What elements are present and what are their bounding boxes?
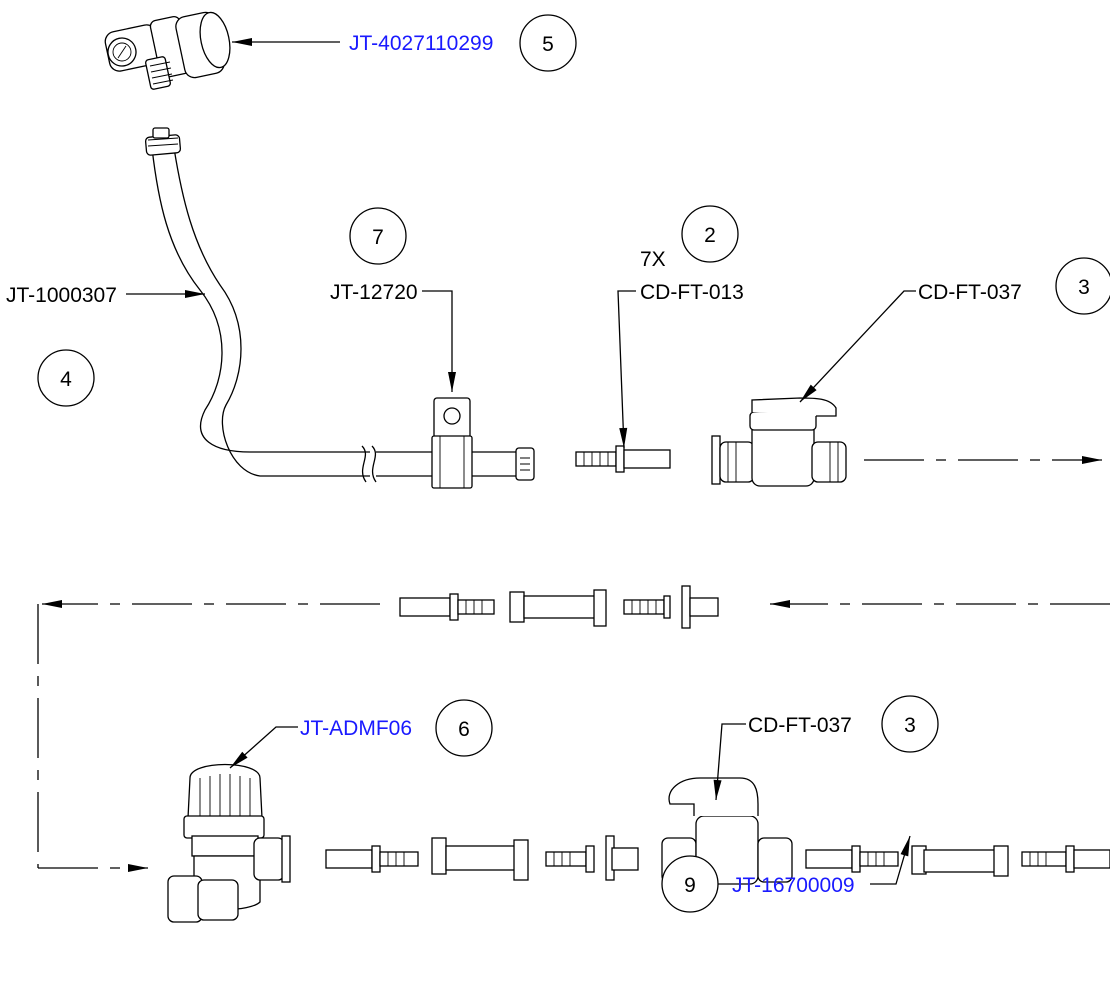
item-number: 7 — [372, 226, 384, 249]
item-number: 4 — [60, 368, 72, 391]
regulator-part — [104, 11, 231, 90]
clamp-part — [431, 397, 473, 489]
part-number-label: CD-FT-013 — [640, 281, 744, 304]
part-number-label[interactable]: JT-ADMF06 — [300, 717, 412, 740]
item-number: 6 — [458, 718, 470, 741]
callout-3-bottom: CD-FT-037 3 — [748, 695, 939, 753]
fitting-row-middle — [399, 585, 719, 629]
callout-2: 2 7X CD-FT-013 — [640, 205, 744, 304]
item-balloon — [661, 855, 719, 913]
item-number: 3 — [904, 714, 916, 737]
callout-7: 7 JT-12720 — [330, 207, 418, 304]
part-number-label: CD-FT-037 — [748, 714, 852, 737]
hose-part — [144, 127, 535, 483]
fitting-row-bottom — [325, 777, 1110, 885]
ball-valve-top — [711, 397, 847, 487]
barb-fitting-top — [575, 445, 671, 473]
item-balloon — [349, 207, 407, 265]
item-number: 3 — [1078, 276, 1090, 299]
item-number: 9 — [684, 874, 696, 897]
callout-5: JT-4027110299 5 — [349, 14, 577, 72]
item-balloon — [37, 349, 95, 407]
callout-3-top: CD-FT-037 3 — [918, 257, 1110, 315]
filter-part — [167, 763, 291, 923]
item-balloon — [435, 699, 493, 757]
quantity-label: 7X — [640, 248, 666, 271]
part-number-label: CD-FT-037 — [918, 281, 1022, 304]
callout-4: JT-1000307 4 — [6, 284, 117, 407]
leader-lines — [126, 38, 916, 885]
item-balloon — [681, 205, 739, 263]
item-balloon — [881, 695, 939, 753]
item-balloon — [1055, 257, 1110, 315]
item-number: 5 — [542, 33, 554, 56]
callout-9: 9 JT-16700009 — [661, 855, 855, 913]
flow-lines — [37, 456, 1110, 872]
item-number: 2 — [704, 224, 716, 247]
part-number-label: JT-12720 — [330, 281, 418, 304]
part-number-label[interactable]: JT-4027110299 — [349, 32, 493, 55]
part-number-label: JT-1000307 — [6, 284, 117, 307]
part-number-label[interactable]: JT-16700009 — [732, 874, 855, 897]
item-balloon — [519, 14, 577, 72]
callout-6: JT-ADMF06 6 — [300, 699, 493, 757]
